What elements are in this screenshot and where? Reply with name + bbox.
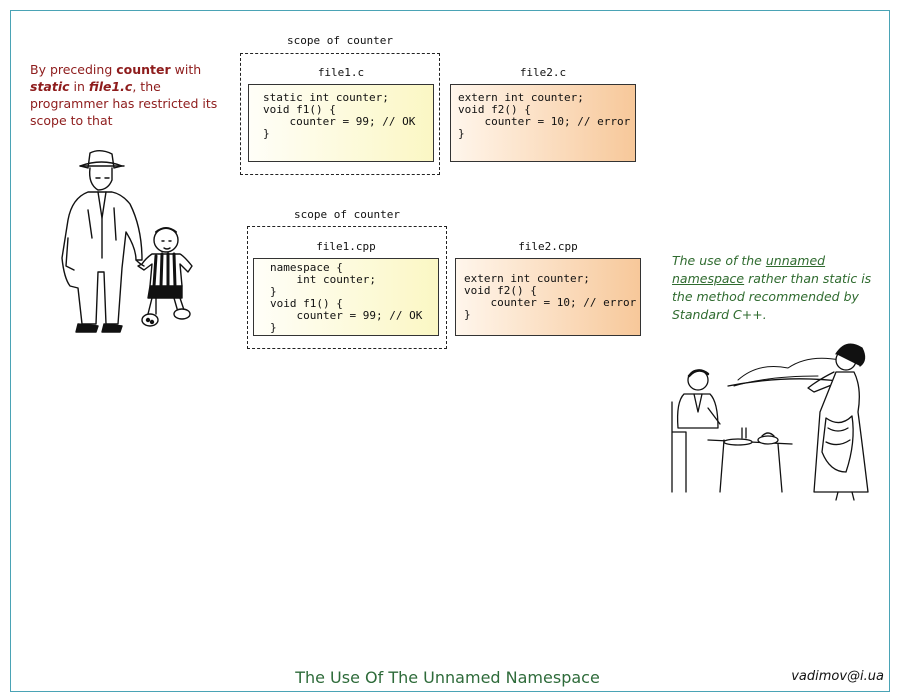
code-line: static int counter; (263, 91, 389, 104)
top-scope-box (240, 53, 440, 175)
code-line: } (464, 308, 471, 321)
top-scope-label: scope of counter (287, 34, 393, 47)
bottom-right-file-name: file2.cpp (518, 240, 578, 253)
code-line: counter = 10; // error (458, 115, 631, 128)
top-right-file-name: file2.c (519, 66, 567, 79)
left-note-text: , the programmer has restricted its scop… (30, 79, 218, 128)
bottom-scope-label: scope of counter (294, 208, 400, 221)
top-left-file-name: file1.c (317, 66, 365, 79)
code-line: void f1() { (270, 297, 343, 310)
left-note-keyword-counter: counter (116, 62, 171, 77)
right-note-unnamed-namespace: unnamed namespace (672, 253, 826, 286)
left-note-filename: file1.c (88, 79, 133, 94)
right-note-text: The use of the (672, 253, 766, 268)
left-note-text: By preceding (30, 62, 117, 77)
code-line: counter = 10; // error (464, 296, 637, 309)
right-note-text: rather than static is the method recomme… (672, 271, 872, 322)
bottom-right-code-box: extern int counter; void f2() { counter … (455, 258, 641, 336)
code-line: extern int counter; (458, 91, 584, 104)
code-line: } (270, 285, 277, 298)
bottom-left-code-box: namespace { int counter; } void f1() { c… (253, 258, 439, 336)
footer-title: The Use Of The Unnamed Namespace (295, 668, 600, 687)
code-line: } (270, 321, 277, 334)
code-line: counter = 99; // OK (263, 115, 416, 128)
man-and-boy-illustration (61, 150, 193, 333)
bottom-left-file-name: file1.cpp (316, 240, 376, 253)
code-line: extern int counter; (464, 272, 590, 285)
code-line: } (263, 127, 270, 140)
code-line: namespace { (270, 261, 343, 274)
waitress-serving-illustration (671, 343, 869, 501)
page-frame (10, 10, 890, 692)
left-note-text: in (69, 79, 89, 94)
left-note: By preceding counter with static in file… (30, 61, 235, 129)
code-line: void f2() { (464, 284, 537, 297)
top-left-code-box: static int counter; void f1() { counter … (248, 84, 434, 162)
bottom-scope-box (247, 226, 447, 349)
code-line: } (458, 127, 465, 140)
code-line: void f2() { (458, 103, 531, 116)
footer-email: vadimov@i.ua (791, 669, 884, 684)
code-line: int counter; (270, 273, 376, 286)
right-note: The use of the unnamed namespace rather … (672, 252, 872, 324)
code-line: void f1() { (263, 103, 336, 116)
top-right-code-box: extern int counter; void f2() { counter … (450, 84, 636, 162)
code-line: counter = 99; // OK (270, 309, 423, 322)
left-note-text: with (170, 62, 202, 77)
left-note-keyword-static: static (30, 79, 70, 94)
